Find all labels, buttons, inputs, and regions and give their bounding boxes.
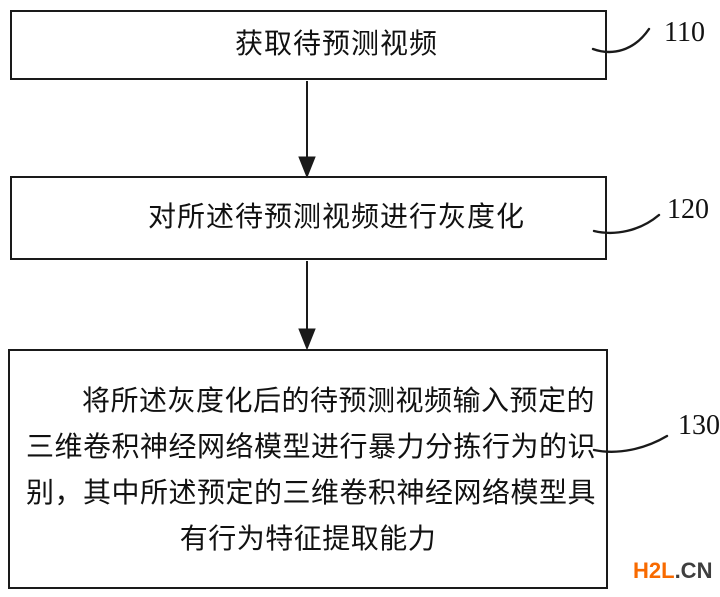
ref-label-130: 130: [678, 410, 720, 441]
step-text-130-line-1: 将所述灰度化后的待预测视频输入预定的: [82, 386, 596, 417]
step-text-130-line-2: 三维卷积神经网络模型进行暴力分拣行为的识: [26, 432, 597, 463]
watermark: H2L.CN: [633, 560, 712, 582]
step-text-110: 获取待预测视频: [234, 29, 438, 61]
ref-label-120: 120: [667, 194, 709, 225]
step-text-120: 对所述待预测视频进行灰度化: [147, 202, 525, 234]
step-text-130-line-4: 有行为特征提取能力: [179, 524, 437, 555]
step-box-130: 将所述灰度化后的待预测视频输入预定的 三维卷积神经网络模型进行暴力分拣行为的识 …: [8, 349, 608, 589]
watermark-secondary-text: .CN: [674, 558, 713, 583]
watermark-primary-text: H2L: [633, 558, 675, 583]
arrow-down-icon-120-130: [298, 261, 316, 351]
step-text-130-line-3: 别，其中所述预定的三维卷积神经网络模型具: [26, 478, 597, 509]
arrow-down-icon-110-120: [298, 81, 316, 179]
ref-label-110: 110: [664, 17, 705, 48]
step-box-120: 对所述待预测视频进行灰度化: [10, 176, 607, 260]
step-box-110: 获取待预测视频: [10, 10, 607, 80]
